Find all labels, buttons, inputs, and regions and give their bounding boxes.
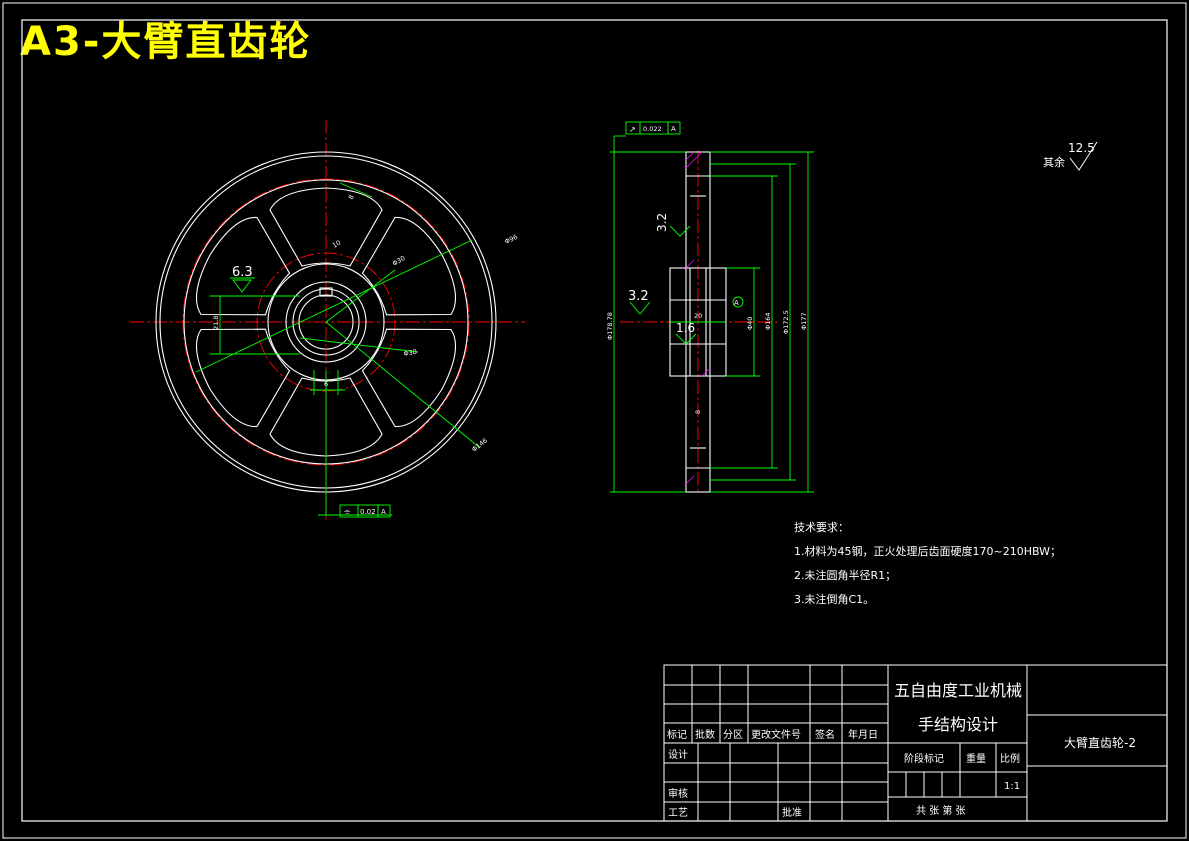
dim-key-width: 6 [324,380,328,388]
header-change-doc: 更改文件号 [751,728,801,741]
tech-item-3: 3.未注倒角C1。 [794,592,874,606]
label-weight: 重量 [966,752,986,765]
dim-d-mid: Φ164 [764,312,772,330]
project-line-1: 五自由度工业机械 [894,681,1022,700]
drawing-name: 大臂直齿轮-2 [1064,736,1136,750]
dim-d-outer: Φ178.78 [606,312,614,340]
dim-d-pitch: Φ146 [470,436,489,453]
dim-d-bore: Φ30 [403,348,418,358]
datum-label-side: A [734,299,739,307]
side-dimension-lines [610,121,814,493]
label-process: 工艺 [668,807,688,819]
label-ratio: 比例 [1000,752,1020,765]
tech-item-1: 1.材料为45钢，正火处理后齿面硬度170~210HBW； [794,544,1061,558]
tolerance-datum-side: A [671,125,676,133]
header-date: 年月日 [848,728,878,741]
label-design: 设计 [668,748,688,761]
dim-web-hole: 8 [347,193,356,201]
side-hatch [685,151,711,485]
surface-finish-note: 其余 12.5 [1043,141,1098,171]
header-zone: 分区 [723,729,743,741]
project-line-2: 手结构设计 [918,715,998,734]
label-review: 审核 [668,787,688,800]
roughness-face: 3.2 [655,213,669,232]
dim-width: 20 [694,312,702,320]
tech-item-2: 2.未注圆角半径R1； [794,568,896,582]
label-stage-mark: 阶段标记 [904,752,944,765]
front-view: Φ96 Φ30 Φ30 Φ146 21.8 6 8 10 6.3 ⌯ 0.02 … [130,120,525,520]
roughness-bore-side: 3.2 [628,289,649,304]
roughness-symbol-icon [1069,141,1098,171]
surface-finish-label: 其余 [1043,155,1065,169]
front-dimension-lines [195,182,481,518]
ratio-value: 1:1 [1004,781,1020,792]
label-approve: 批准 [782,806,802,819]
drawing-title: A3-大臂直齿轮 [20,19,312,65]
dim-d-tip: Φ177 [800,312,808,330]
front-outline [155,151,497,493]
tech-heading: 技术要求： [794,521,849,534]
surface-finish-value: 12.5 [1068,141,1095,155]
side-center-lines [620,150,780,495]
inner-border [21,19,1168,822]
dim-d-rim-bore: Φ96 [503,233,519,246]
tech-requirements: 技术要求： 1.材料为45钢，正火处理后齿面硬度170~210HBW； 2.未注… [794,521,1061,606]
dim-thickness: 8 [694,410,702,414]
tolerance-symbol-front: ⌯ [344,507,351,516]
roughness-bore: 1.6 [676,321,695,335]
header-mark: 标记 [667,729,687,741]
side-view: Φ178.78 Φ40 Φ164 Φ172.5 Φ177 20 8 3.2 3.… [606,121,814,495]
dim-keyway: 21.8 [212,316,220,330]
title-block: 五自由度工业机械 手结构设计 大臂直齿轮-2 标记 批数 分区 更改文件号 签名… [663,664,1168,822]
dim-d-hub-side: Φ40 [746,317,754,330]
sheet-count: 共 张 第 张 [916,804,966,817]
header-signature: 签名 [815,728,835,741]
dim-d-addendum: Φ172.5 [782,310,790,334]
dim-rib: 10 [331,239,342,250]
side-dimension-text: Φ178.78 Φ40 Φ164 Φ172.5 Φ177 20 8 3.2 3.… [606,125,808,414]
tolerance-value-front: 0.02 [360,508,376,516]
dim-d-hub: Φ30 [391,254,407,268]
header-count: 批数 [695,728,715,741]
roughness-front: 6.3 [232,265,253,280]
tolerance-symbol-side: ↗ [629,125,636,134]
tolerance-value-side: 0.022 [643,125,662,133]
tolerance-datum-front: A [381,508,386,516]
